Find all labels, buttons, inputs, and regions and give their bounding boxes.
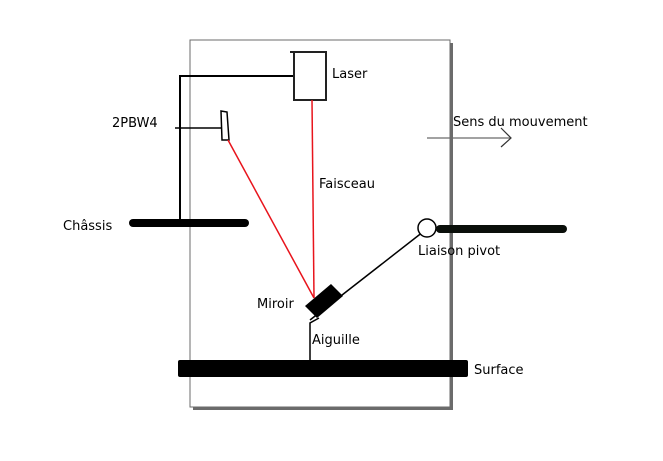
direction-label: Sens du mouvement [453,115,588,130]
surface-bar [178,360,468,377]
needle-label: Aiguille [312,333,360,348]
chassis-label: Châssis [63,219,112,234]
direction-arrow [427,127,512,148]
arrow-head-icon [500,127,512,148]
beam-label: Faisceau [319,177,375,192]
needle [309,317,320,362]
surface-label: Surface [474,363,524,378]
sensor-label: 2PBW4 [112,116,158,131]
pivot-joint [417,218,437,238]
laser-box [293,51,327,101]
laser-label: Laser [332,67,368,82]
reflected-beam [227,139,315,299]
frame [189,39,453,410]
pivot-label: Liaison pivot [418,244,500,259]
sensor-2pbw4 [220,110,230,141]
incident-beam [311,99,315,299]
mirror-label: Miroir [257,297,294,312]
mirror [305,284,343,318]
chassis-arm [179,75,294,222]
